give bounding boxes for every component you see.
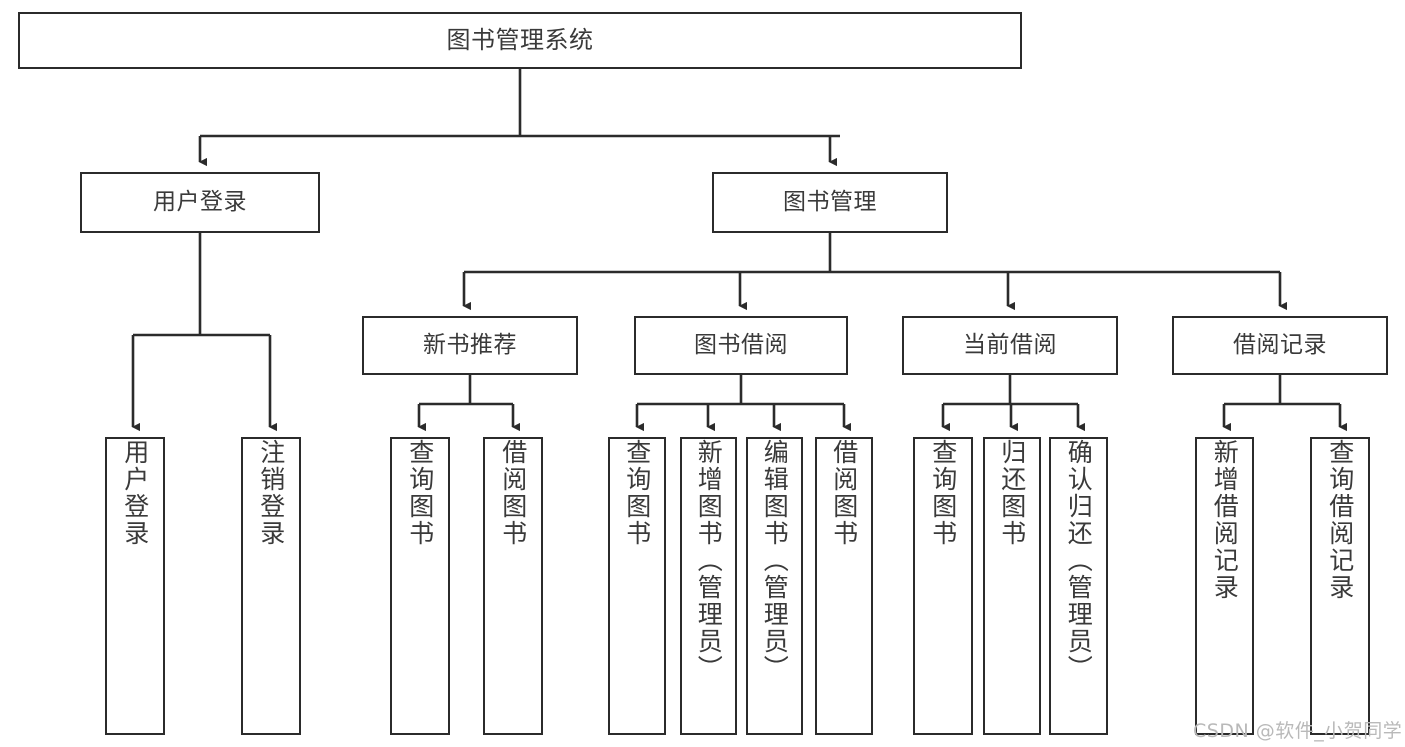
node-query-borrow-record[interactable]: 查询借阅记录 xyxy=(1310,437,1370,735)
node-user-login-leaf[interactable]: 用户登录 xyxy=(105,437,165,735)
node-label: 查询图书 xyxy=(928,439,958,547)
node-current-borrow[interactable]: 当前借阅 xyxy=(902,316,1118,375)
node-borrow-book-2[interactable]: 借阅图书 xyxy=(815,437,873,735)
node-query-book-3[interactable]: 查询图书 xyxy=(913,437,973,735)
node-label: 用户登录 xyxy=(153,189,247,216)
node-label: 查询图书 xyxy=(622,439,652,547)
node-label: 新书推荐 xyxy=(423,332,517,359)
node-label: 新增借阅记录 xyxy=(1210,439,1240,601)
node-book-manage[interactable]: 图书管理 xyxy=(712,172,948,233)
node-root-system[interactable]: 图书管理系统 xyxy=(18,12,1022,69)
node-add-book-admin[interactable]: 新增图书（管理员） xyxy=(680,437,737,735)
node-label: 确认归还（管理员） xyxy=(1064,439,1094,682)
node-return-book[interactable]: 归还图书 xyxy=(983,437,1041,735)
node-new-book-rec[interactable]: 新书推荐 xyxy=(362,316,578,375)
node-borrow-record[interactable]: 借阅记录 xyxy=(1172,316,1388,375)
node-label: 归还图书 xyxy=(997,439,1027,547)
node-label: 查询借阅记录 xyxy=(1325,439,1355,601)
node-label: 编辑图书（管理员） xyxy=(760,439,790,682)
node-label: 图书管理系统 xyxy=(446,25,594,54)
node-label: 查询图书 xyxy=(405,439,435,547)
node-edit-book-admin[interactable]: 编辑图书（管理员） xyxy=(746,437,803,735)
node-label: 图书管理 xyxy=(783,189,877,216)
node-book-borrow[interactable]: 图书借阅 xyxy=(634,316,848,375)
node-query-book-2[interactable]: 查询图书 xyxy=(608,437,666,735)
node-query-book-1[interactable]: 查询图书 xyxy=(390,437,450,735)
watermark-text: CSDN @软件_小贺同学 xyxy=(1193,720,1403,742)
node-label: 新增图书（管理员） xyxy=(694,439,724,682)
node-label: 用户登录 xyxy=(120,439,150,547)
node-label: 借阅图书 xyxy=(498,439,528,547)
node-label: 当前借阅 xyxy=(963,332,1057,359)
node-borrow-book-1[interactable]: 借阅图书 xyxy=(483,437,543,735)
node-label: 借阅记录 xyxy=(1233,332,1327,359)
node-user-login[interactable]: 用户登录 xyxy=(80,172,320,233)
node-label: 借阅图书 xyxy=(829,439,859,547)
node-confirm-return-admin[interactable]: 确认归还（管理员） xyxy=(1049,437,1108,735)
node-logout-leaf[interactable]: 注销登录 xyxy=(241,437,301,735)
node-label: 图书借阅 xyxy=(694,332,788,359)
node-add-borrow-record[interactable]: 新增借阅记录 xyxy=(1195,437,1254,735)
node-label: 注销登录 xyxy=(256,439,286,547)
